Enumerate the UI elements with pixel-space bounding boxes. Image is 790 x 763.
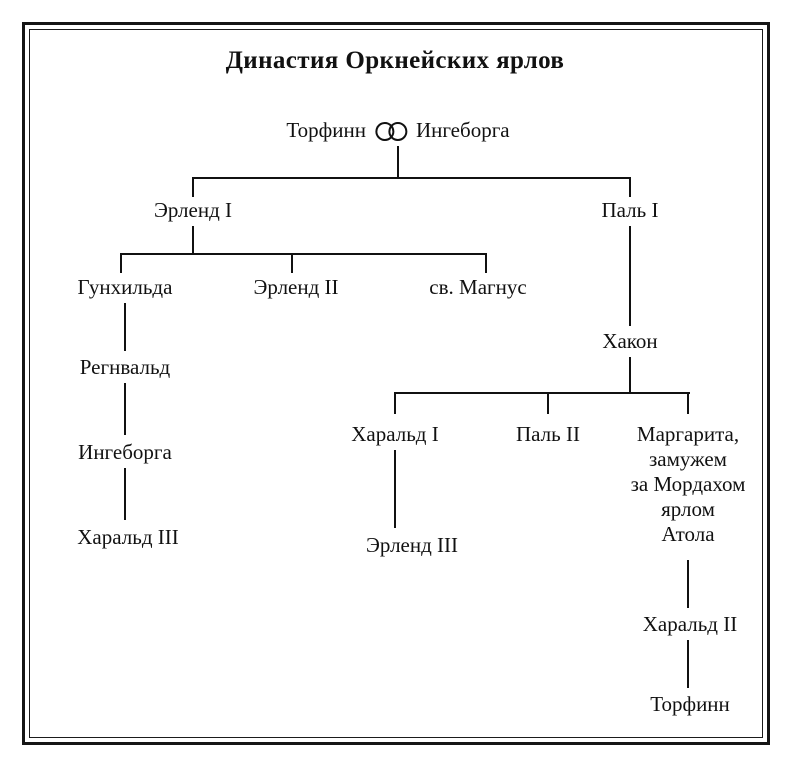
- connector-pal1-hakon: [629, 226, 631, 326]
- connector-gunhilda-drop: [120, 253, 122, 273]
- connector-gen2-left-drop: [192, 177, 194, 197]
- connector-gen2-right-drop: [629, 177, 631, 197]
- connector-hakon-children-bar: [395, 392, 690, 394]
- connector-margarita-harald2: [687, 560, 689, 608]
- node-pal-2: Паль II: [516, 422, 580, 446]
- node-ingeborga-2: Ингеборга: [78, 440, 172, 464]
- node-erlend-2: Эрленд II: [253, 275, 339, 299]
- node-margarita-line-2: замужем: [649, 447, 727, 471]
- node-harald-1: Харальд I: [351, 422, 439, 446]
- connector-root-drop: [397, 146, 399, 178]
- node-margarita: Маргарита, замужем за Мордахом ярлом Ато…: [603, 422, 773, 547]
- chart-inner-border: [29, 29, 763, 738]
- connector-harald1-erlend3: [394, 450, 396, 528]
- node-hakon: Хакон: [602, 329, 658, 353]
- node-erlend-3: Эрленд III: [365, 533, 459, 557]
- node-margarita-line-1: Маргарита,: [636, 422, 740, 446]
- node-regnvald: Регнвальд: [79, 355, 171, 379]
- connector-regnvald-ingeborga: [124, 383, 126, 435]
- connector-harald1-drop: [394, 392, 396, 414]
- node-margarita-line-4: ярлом: [661, 497, 715, 521]
- marriage-rings-icon: [374, 122, 407, 141]
- node-label-ingeborga-1: Ингеборга: [415, 118, 510, 142]
- connector-ingeborga-harald3: [124, 468, 126, 520]
- node-margarita-line-5: Атола: [661, 522, 715, 546]
- node-label-torfinn-1: Торфинн: [286, 118, 366, 142]
- couple-torfinn-ingeborga: Торфинн Ингеборга: [286, 118, 509, 143]
- node-margarita-line-3: за Мордахом: [630, 472, 746, 496]
- node-harald-3: Харальд III: [77, 525, 179, 549]
- node-sv-magnus: св. Магнус: [429, 275, 527, 299]
- node-torfinn-2: Торфинн: [650, 692, 730, 716]
- connector-hakon-drop: [629, 357, 631, 393]
- connector-erlend1-children-bar: [121, 253, 486, 255]
- connector-margarita-drop: [687, 392, 689, 414]
- connector-gen2-bar: [193, 177, 630, 179]
- node-gunhilda: Гунхильда: [77, 275, 173, 299]
- page-title: Династия Оркнейских ярлов: [225, 47, 565, 74]
- chart-outer-border: [22, 22, 770, 745]
- connector-erlend1-drop: [192, 226, 194, 254]
- connector-magnus-drop: [485, 253, 487, 273]
- node-erlend-1: Эрленд I: [153, 198, 233, 222]
- connector-harald2-torfinn: [687, 640, 689, 688]
- connector-gunhilda-regnvald: [124, 303, 126, 351]
- connector-pal2-drop: [547, 392, 549, 414]
- connector-erlend2-drop: [291, 253, 293, 273]
- node-harald-2: Харальд II: [642, 612, 738, 636]
- node-pal-1: Паль I: [601, 198, 659, 222]
